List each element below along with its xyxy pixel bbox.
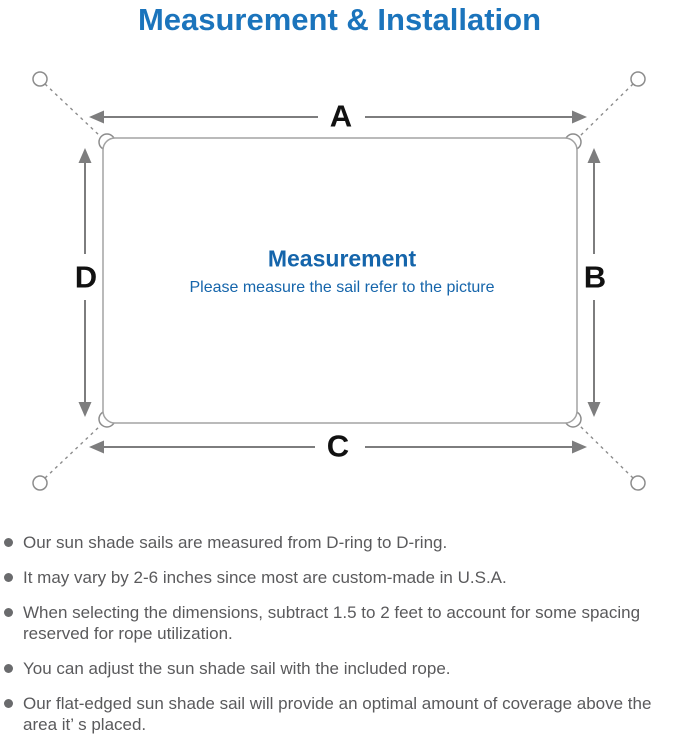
note-text: Our flat-edged sun shade sail will provi… (23, 694, 652, 734)
arrow-b (587, 148, 601, 417)
list-item: Our sun shade sails are measured from D-… (0, 532, 672, 553)
anchor-ring-top-left (32, 71, 48, 87)
bullet-icon (4, 608, 13, 617)
arrow-d (78, 148, 92, 417)
note-text: It may vary by 2-6 inches since most are… (23, 568, 507, 587)
anchor-ring-bottom-right (630, 475, 646, 491)
anchor-ring-top-right (630, 71, 646, 87)
dimension-label-b: B (579, 261, 611, 293)
measurement-heading: Measurement (267, 245, 417, 272)
dimension-arrows (78, 110, 601, 454)
note-text: When selecting the dimensions, subtract … (23, 603, 641, 643)
list-item: When selecting the dimensions, subtract … (0, 602, 672, 644)
list-item: You can adjust the sun shade sail with t… (0, 658, 672, 679)
list-item: It may vary by 2-6 inches since most are… (0, 567, 672, 588)
arrow-c (89, 440, 587, 454)
note-text: You can adjust the sun shade sail with t… (23, 659, 451, 678)
list-item: Our flat-edged sun shade sail will provi… (0, 693, 672, 735)
anchor-rings (32, 71, 646, 491)
dimension-label-c: C (322, 430, 354, 462)
notes-list: Our sun shade sails are measured from D-… (0, 532, 679, 739)
sail-outline (102, 137, 578, 424)
corner-tether-lines (44, 83, 634, 479)
bullet-icon (4, 538, 13, 547)
arrow-a (89, 110, 587, 124)
measurement-diagram (32, 71, 646, 491)
bullet-icon (4, 664, 13, 673)
dimension-label-a: A (325, 100, 357, 132)
bullet-icon (4, 573, 13, 582)
anchor-ring-bottom-left (32, 475, 48, 491)
dimension-label-d: D (70, 261, 102, 293)
note-text: Our sun shade sails are measured from D-… (23, 533, 448, 552)
page-title: Measurement & Installation (137, 2, 542, 37)
bullet-icon (4, 699, 13, 708)
measurement-subtitle: Please measure the sail refer to the pic… (189, 279, 495, 296)
